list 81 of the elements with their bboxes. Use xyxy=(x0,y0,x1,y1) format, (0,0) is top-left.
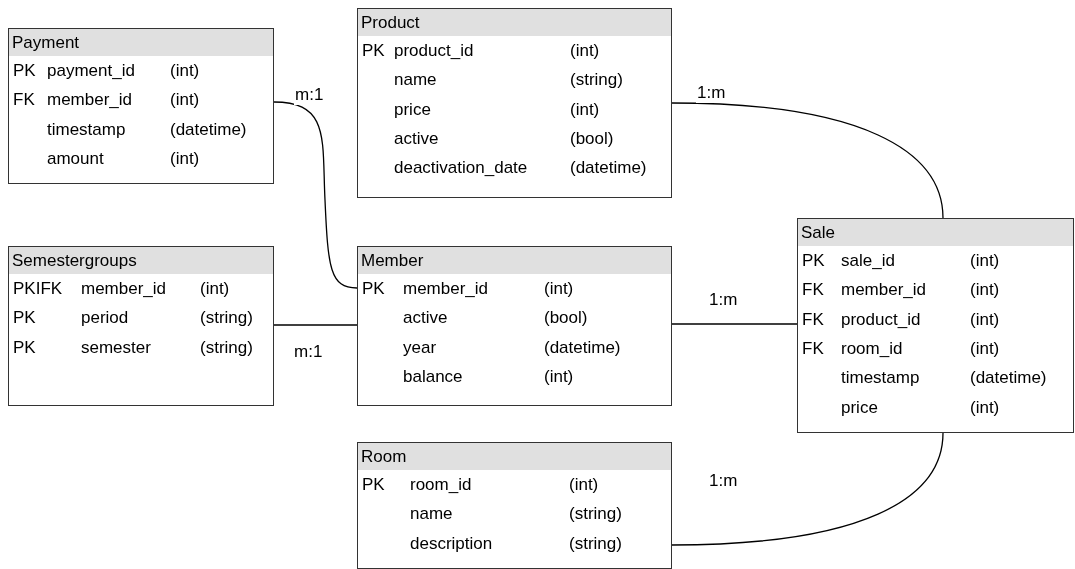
relationship-line xyxy=(671,323,798,325)
key-label: FK xyxy=(802,338,824,359)
field-name: name xyxy=(410,504,453,525)
table-title: Semestergroups xyxy=(9,247,273,274)
field-name: timestamp xyxy=(47,119,126,140)
key-label: PK xyxy=(362,279,385,299)
field-type: (string) xyxy=(570,70,623,91)
key-label: FK xyxy=(802,280,824,301)
field-name: member_id xyxy=(47,90,133,111)
key-label: FK xyxy=(802,309,824,330)
field-name: amount xyxy=(47,148,104,169)
field-type: (datetime) xyxy=(170,119,247,140)
field-name: active xyxy=(394,128,439,149)
field-type: (int) xyxy=(570,99,600,120)
entity-table xyxy=(357,246,672,406)
field-type: (int) xyxy=(970,251,1000,271)
field-type: (int) xyxy=(970,338,1000,359)
field-type: (string) xyxy=(569,533,622,554)
field-type: (int) xyxy=(544,366,574,387)
table-title: Room xyxy=(358,443,671,470)
key-label: PK xyxy=(362,475,385,495)
key-label: PK xyxy=(802,251,825,271)
table-title: Member xyxy=(358,247,671,274)
field-type: (int) xyxy=(170,61,200,81)
field-name: price xyxy=(394,99,431,120)
field-type: (datetime) xyxy=(544,337,621,358)
field-type: (int) xyxy=(544,279,574,299)
field-type: (string) xyxy=(569,504,622,525)
field-type: (string) xyxy=(200,308,253,329)
entity-table xyxy=(8,28,274,184)
table-title: Product xyxy=(358,9,671,36)
field-type: (datetime) xyxy=(570,158,647,179)
field-type: (int) xyxy=(170,90,200,111)
field-type: (bool) xyxy=(570,128,614,149)
field-type: (int) xyxy=(569,475,599,495)
field-name: active xyxy=(403,308,448,329)
field-name: price xyxy=(841,397,878,418)
field-type: (datetime) xyxy=(970,368,1047,389)
field-name: timestamp xyxy=(841,368,920,389)
field-name: deactivation_date xyxy=(394,158,528,179)
entity-table xyxy=(797,218,1074,433)
entity-table xyxy=(357,8,672,198)
field-name: payment_id xyxy=(47,61,135,81)
field-type: (string) xyxy=(200,337,253,358)
field-type: (int) xyxy=(970,280,1000,301)
field-name: member_id xyxy=(841,280,927,301)
cardinality-label: 1:m xyxy=(696,83,727,103)
relationship-line xyxy=(273,101,358,289)
field-name: room_id xyxy=(841,338,903,359)
table-title: Payment xyxy=(9,29,273,56)
field-name: sale_id xyxy=(841,251,895,271)
field-type: (bool) xyxy=(544,308,588,329)
field-name: semester xyxy=(81,337,151,358)
field-name: name xyxy=(394,70,437,91)
key-label: PK xyxy=(13,337,36,358)
field-type: (int) xyxy=(970,309,1000,330)
cardinality-label: m:1 xyxy=(294,85,325,105)
entity-table xyxy=(8,246,274,406)
key-label: PKIFK xyxy=(13,279,63,299)
field-name: period xyxy=(81,308,129,329)
field-name: description xyxy=(410,533,493,554)
field-type: (int) xyxy=(570,41,600,61)
field-name: balance xyxy=(403,366,463,387)
key-label: FK xyxy=(13,90,35,111)
field-name: room_id xyxy=(410,475,472,495)
field-name: member_id xyxy=(81,279,167,299)
entity-table xyxy=(357,442,672,569)
relationship-line xyxy=(671,432,944,546)
table-title: Sale xyxy=(798,219,1073,246)
relationship-line xyxy=(273,324,358,326)
field-type: (int) xyxy=(200,279,230,299)
key-label: PK xyxy=(362,41,385,61)
key-label: PK xyxy=(13,61,36,81)
relationship-line xyxy=(671,102,944,219)
key-label: PK xyxy=(13,308,36,329)
field-type: (int) xyxy=(170,148,200,169)
field-name: member_id xyxy=(403,279,489,299)
field-type: (int) xyxy=(970,397,1000,418)
field-name: product_id xyxy=(841,309,921,330)
field-name: product_id xyxy=(394,41,474,61)
field-name: year xyxy=(403,337,437,358)
